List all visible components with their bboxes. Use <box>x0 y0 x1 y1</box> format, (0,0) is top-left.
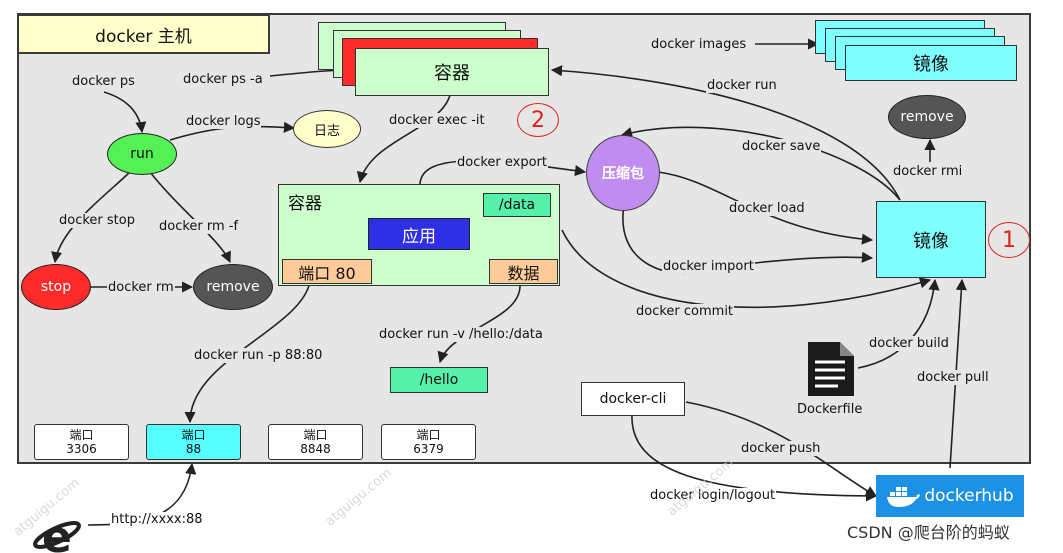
image-main: 镜像 <box>876 201 986 278</box>
port-label: 端口 <box>303 428 328 442</box>
app-node: 应用 <box>368 218 470 250</box>
arrow-ps <box>103 91 147 134</box>
docker-whale-icon <box>887 487 921 507</box>
arrow-rm-f <box>149 171 231 264</box>
port-value: 88 <box>185 442 202 456</box>
compress-package-node: 压缩包 <box>586 135 660 211</box>
port-value: 8848 <box>300 442 331 456</box>
port-value: 6379 <box>413 442 444 456</box>
port-value: 3306 <box>66 442 97 456</box>
arrow-volume <box>437 285 521 364</box>
edge-label-http: http://xxxx:88 <box>110 512 204 527</box>
edge-label-import: docker import <box>662 259 755 274</box>
edge-label-volume: docker run -v /hello:/data <box>378 327 544 342</box>
edge-label-ps: docker ps <box>71 74 136 89</box>
edge-label-pull: docker pull <box>916 370 990 385</box>
svg-text:e: e <box>42 512 72 553</box>
edge-label-rm-f: docker rm -f <box>158 219 240 234</box>
edge-label-rmi: docker rmi <box>892 164 964 179</box>
edge-label-export: docker export <box>456 155 549 170</box>
log-node: 日志 <box>293 110 361 148</box>
container-main-label: 容器 <box>288 193 322 214</box>
container-top: 容器 <box>355 48 549 96</box>
edge-label-port-map: docker run -p 88:80 <box>193 348 324 363</box>
docker-cli-node: docker-cli <box>581 382 685 416</box>
image-top: 镜像 <box>845 45 1017 81</box>
edge-label-stop: docker stop <box>58 213 136 228</box>
badge-1: 1 <box>988 222 1030 258</box>
edge-label-commit: docker commit <box>635 304 735 319</box>
edge-label-rm: docker rm <box>107 280 175 295</box>
edge-label-load: docker load <box>728 201 806 216</box>
arrow-run <box>550 65 901 201</box>
browser-icon: e <box>33 512 81 553</box>
arrow-login <box>631 414 878 502</box>
edge-label-ps-a: docker ps -a <box>182 72 264 87</box>
edge-label-login: docker login/logout <box>649 488 777 503</box>
edge-label-images: docker images <box>650 37 748 52</box>
port-80-node: 端口 80 <box>282 259 372 284</box>
remove-image-node: remove <box>888 95 966 139</box>
arrow-commit <box>561 229 932 309</box>
arrow-port-map <box>184 281 311 424</box>
data-path-node: /data <box>483 193 551 217</box>
arrow-exec <box>356 94 451 184</box>
dockerhub-logo: dockerhub <box>876 475 1024 517</box>
csdn-footer: CSDN @爬台阶的蚂蚁 <box>846 523 1011 543</box>
edge-label-run: docker run <box>706 78 778 93</box>
arrow-build <box>857 278 940 369</box>
remove-container-node: remove <box>193 264 273 310</box>
edge-label-save: docker save <box>741 139 822 154</box>
run-node: run <box>107 133 177 175</box>
stop-node: stop <box>21 264 91 310</box>
dockerfile-label: Dockerfile <box>796 402 864 417</box>
port-label: 端口 <box>181 428 206 442</box>
port-label: 端口 <box>69 428 94 442</box>
dockerhub-label: dockerhub <box>924 486 1014 506</box>
port-label: 端口 <box>416 428 441 442</box>
badge-2: 2 <box>517 103 559 137</box>
edge-label-logs: docker logs <box>185 114 262 129</box>
data-node: 数据 <box>489 259 558 284</box>
hello-path-node: /hello <box>390 367 488 393</box>
edge-label-build: docker build <box>868 336 950 351</box>
dockerfile-icon <box>808 342 854 396</box>
host-title: docker 主机 <box>17 14 270 54</box>
edge-label-exec: docker exec -it <box>388 113 486 128</box>
edge-label-push: docker push <box>740 441 822 456</box>
